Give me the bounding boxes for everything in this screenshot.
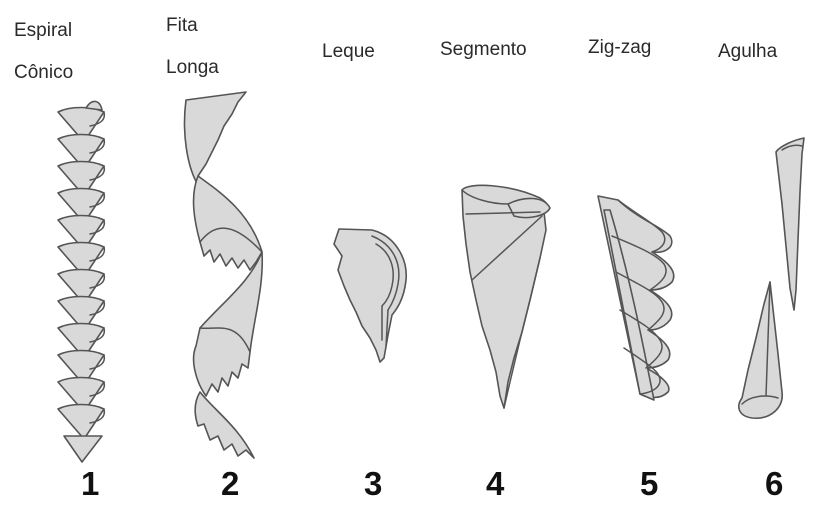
spiral-cone-segment	[58, 405, 104, 440]
zig-zag-chip	[598, 196, 674, 400]
long-ribbon-chip	[185, 92, 263, 458]
spiral-top-curl	[86, 101, 102, 110]
segment-chip	[462, 185, 550, 408]
fan-chip	[334, 229, 406, 362]
spiral-tip	[64, 436, 102, 462]
needle-chip-lower	[739, 282, 782, 418]
conical-spiral-chip	[58, 101, 104, 462]
needle-chip-upper	[776, 138, 804, 310]
